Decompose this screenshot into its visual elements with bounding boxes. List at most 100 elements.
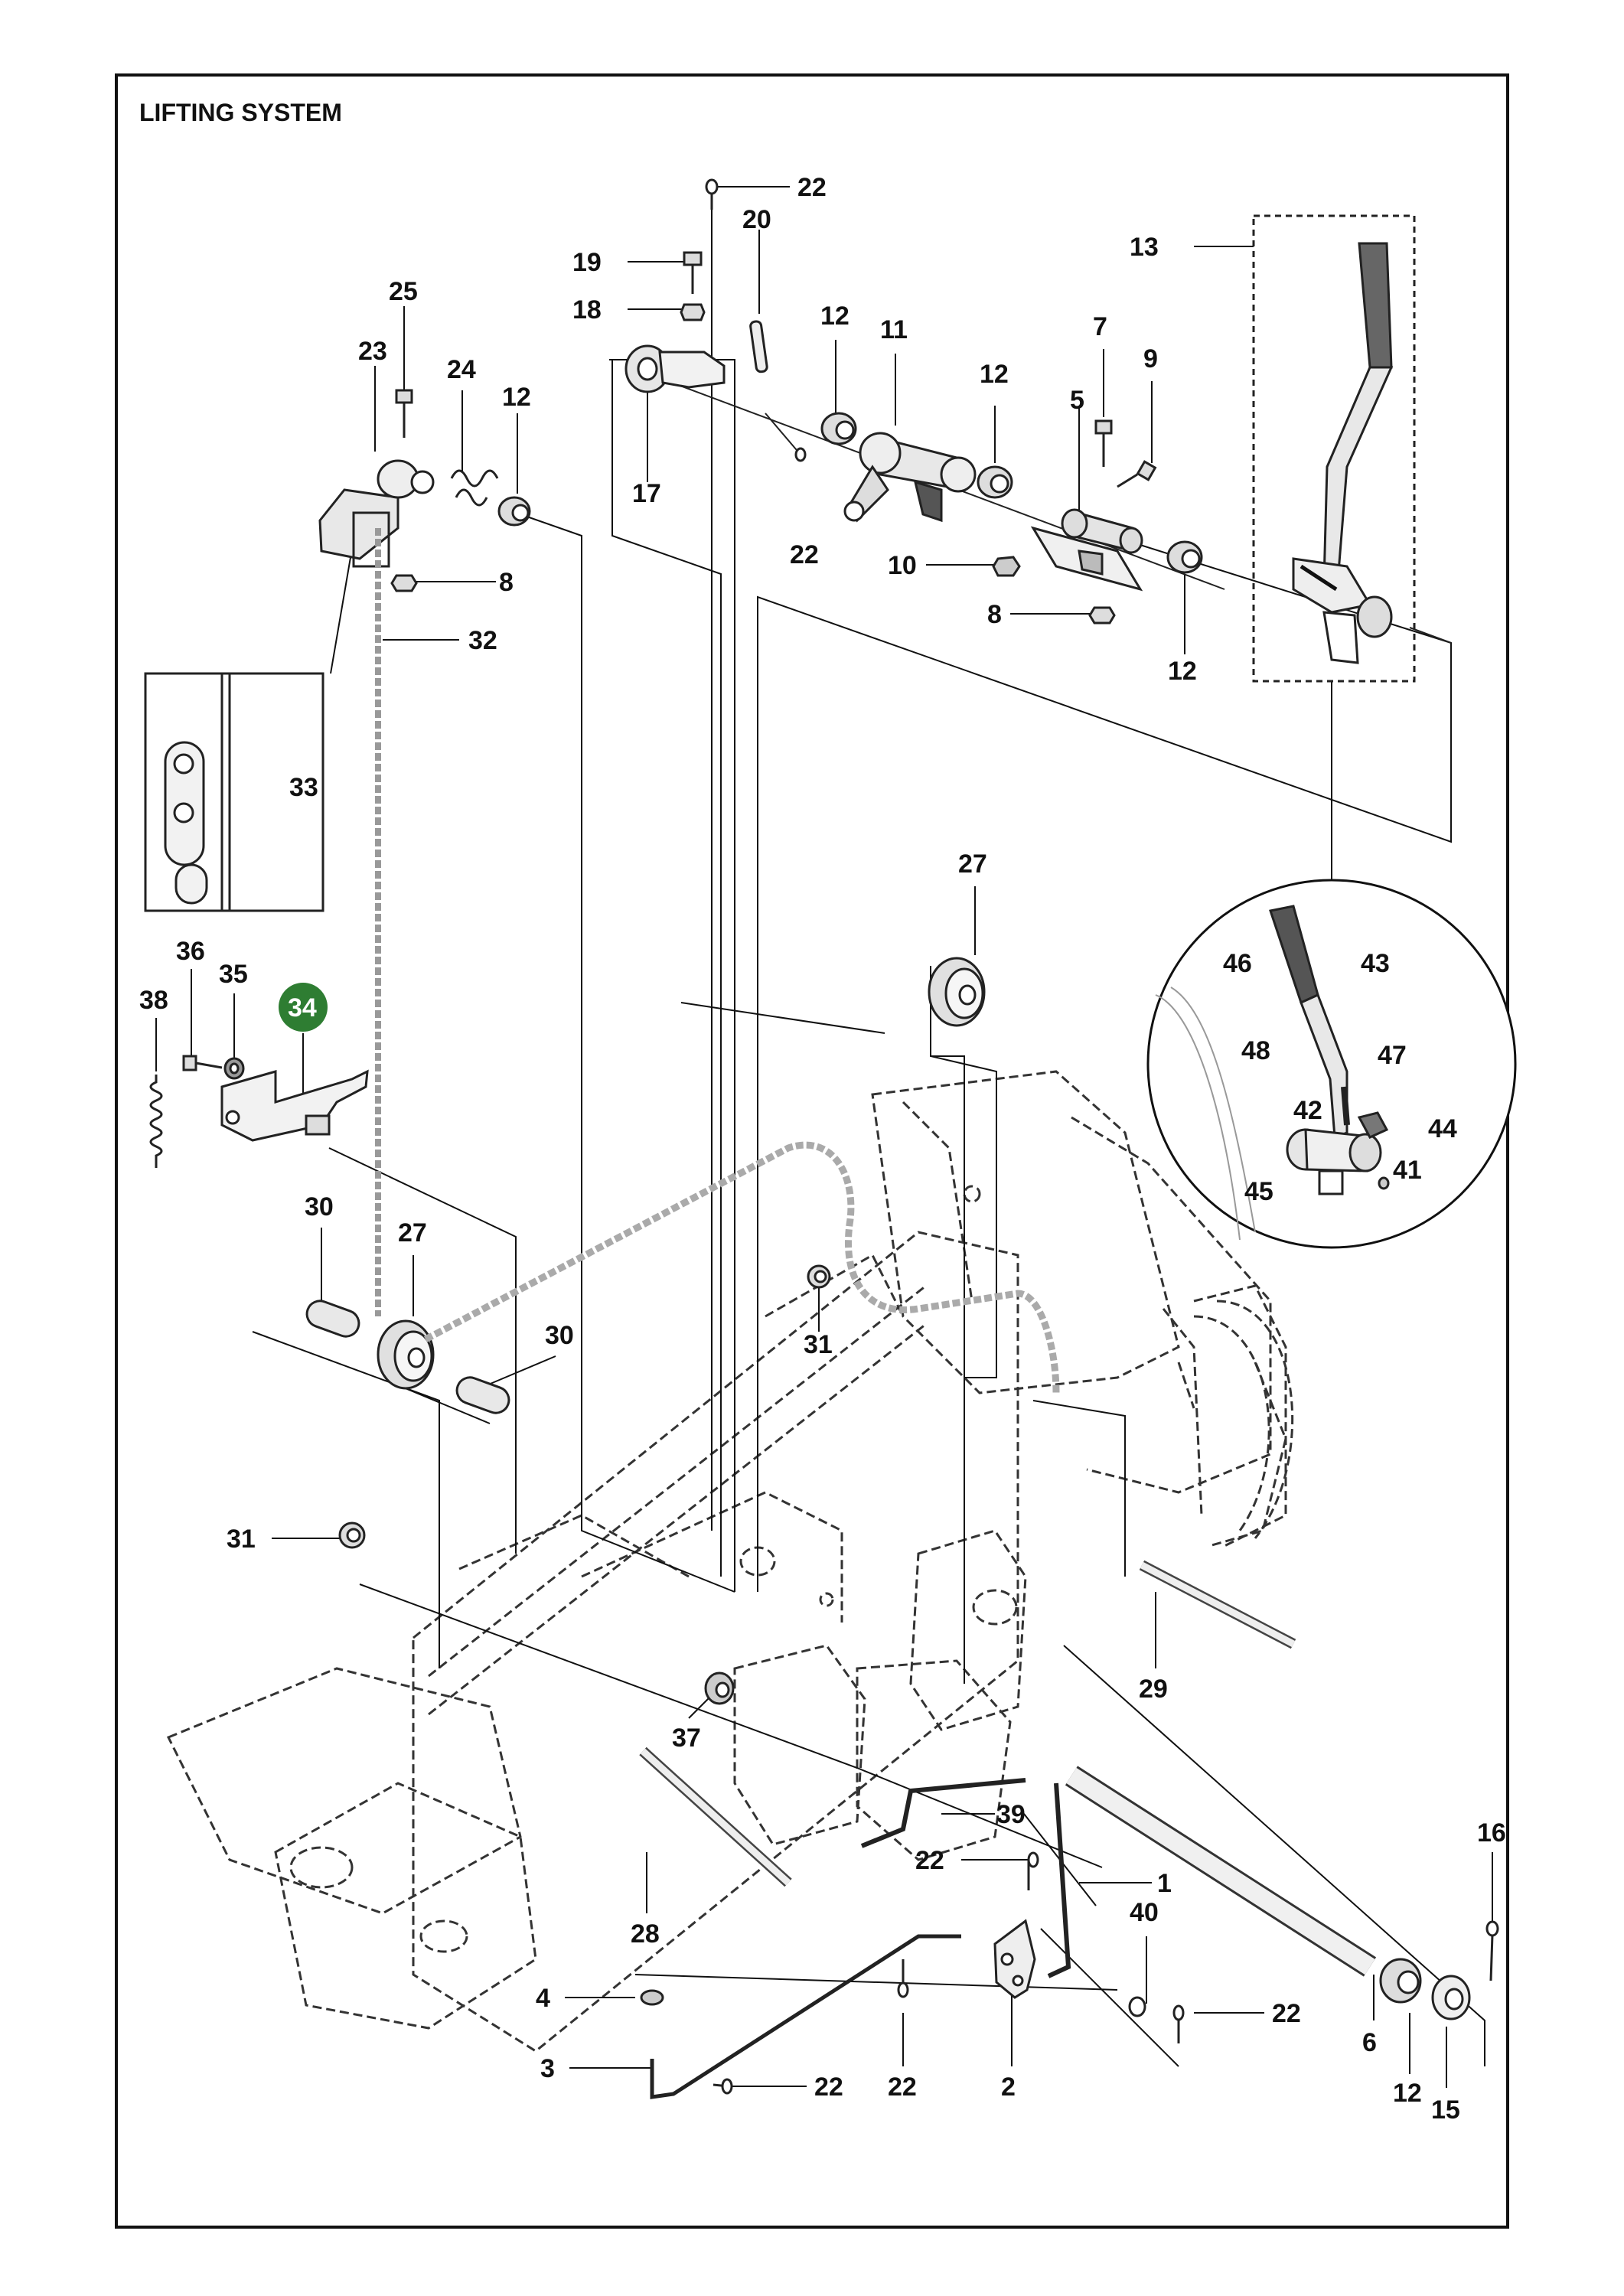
callout-15: 15	[1431, 2095, 1460, 2125]
callout-12a: 12	[502, 383, 531, 412]
callout-44: 44	[1428, 1114, 1457, 1143]
part-6-shaft	[1065, 1766, 1377, 1977]
part-2-plate	[993, 1919, 1036, 1999]
part-4-washer	[640, 1989, 664, 2006]
part-3-rod	[650, 1934, 961, 2099]
parts	[144, 178, 1499, 2099]
part-17-bracket	[624, 344, 726, 393]
callout-46: 46	[1223, 949, 1252, 978]
part-20-pin	[749, 320, 768, 373]
callout-2: 2	[1001, 2073, 1016, 2102]
callout-11: 11	[880, 315, 908, 344]
callout-43: 43	[1361, 949, 1390, 978]
part-39-rod	[860, 1778, 1026, 1848]
chassis-frame	[166, 1070, 1287, 2053]
part-12-bushing-b	[977, 465, 1013, 499]
part-22-pin-d	[713, 2078, 733, 2095]
callout-17: 17	[632, 479, 661, 508]
callout-5: 5	[1070, 386, 1084, 415]
callout-47: 47	[1378, 1041, 1407, 1070]
callout-8a: 8	[499, 568, 514, 597]
callout-30a: 30	[305, 1192, 334, 1221]
part-33-detail	[144, 672, 324, 912]
part-5-bracket	[1030, 508, 1143, 592]
part-27-pulley-b	[928, 957, 986, 1027]
callout-41: 41	[1393, 1156, 1422, 1185]
part-30-spacer-a	[305, 1300, 360, 1338]
callout-10: 10	[888, 551, 917, 580]
part-18-nut	[680, 303, 706, 321]
part-7-bolt	[1094, 419, 1113, 467]
deck-bracket	[1193, 1300, 1294, 1539]
part-29-rod	[1139, 1560, 1296, 1649]
part-36-bolt	[182, 1055, 223, 1071]
callout-40: 40	[1130, 1898, 1159, 1927]
callout-6: 6	[1362, 2028, 1377, 2057]
callout-12d: 12	[1168, 657, 1197, 686]
callout-4: 4	[536, 1984, 550, 2013]
part-34-plate	[220, 1069, 369, 1142]
callout-34: 34	[288, 993, 317, 1022]
callout-48: 48	[1241, 1036, 1270, 1065]
part-12-bushing-e	[1379, 1958, 1422, 2004]
callout-33: 33	[289, 773, 318, 802]
part-37-nut	[704, 1671, 735, 1705]
cable-path	[423, 1141, 1060, 1394]
callout-27b: 27	[398, 1218, 427, 1247]
part-12-bushing-d	[497, 496, 531, 527]
callout-22a: 22	[797, 173, 827, 202]
callout-31b: 31	[804, 1330, 833, 1359]
callout-24: 24	[447, 355, 476, 384]
callout-27a: 27	[958, 850, 987, 879]
part-27-pulley-a	[377, 1319, 435, 1390]
callout-7: 7	[1093, 312, 1107, 341]
part-11-lever	[843, 432, 977, 523]
part-35-washer	[223, 1057, 245, 1080]
callout-28: 28	[631, 1919, 660, 1949]
callout-45: 45	[1244, 1177, 1273, 1206]
callout-35: 35	[219, 960, 248, 989]
leader-lines	[155, 186, 1493, 2088]
part-22-pin-a	[1027, 1851, 1039, 1890]
part-16-pin	[1485, 1920, 1499, 1981]
callout-32: 32	[468, 626, 497, 655]
callout-31a: 31	[227, 1525, 256, 1554]
part-30-spacer-b	[455, 1376, 510, 1414]
part-31-washer-a	[338, 1521, 366, 1549]
part-22-top	[705, 178, 719, 210]
callout-13: 13	[1130, 233, 1159, 262]
diagram-title: LIFTING SYSTEM	[139, 99, 342, 126]
callout-23: 23	[358, 337, 387, 366]
part-28-rod	[639, 1746, 792, 1887]
callout-22b: 22	[790, 540, 819, 569]
callout-12c: 12	[980, 360, 1009, 389]
callout-29: 29	[1139, 1675, 1168, 1704]
callout-18: 18	[572, 295, 602, 325]
part-12-bushing-c	[1166, 540, 1203, 574]
callout-1: 1	[1157, 1869, 1172, 1898]
callout-12b: 12	[820, 302, 850, 331]
callout-16: 16	[1477, 1818, 1506, 1848]
callout-30b: 30	[545, 1321, 574, 1350]
part-25-bolt	[395, 389, 413, 438]
part-40-clip	[1128, 1996, 1146, 2017]
part-8-nut-left	[390, 574, 418, 592]
part-10-nut	[992, 556, 1021, 577]
part-8-nut-right	[1088, 606, 1116, 625]
detail-circle-inset	[1146, 879, 1517, 1249]
callout-36: 36	[176, 937, 205, 966]
callout-20: 20	[742, 205, 771, 234]
callout-3: 3	[540, 2054, 555, 2083]
part-15-washer	[1431, 1975, 1471, 2020]
callout-22d: 22	[888, 2073, 917, 2102]
callout-37: 37	[672, 1724, 701, 1753]
callout-42: 42	[1293, 1096, 1322, 1125]
part-12-bushing-a	[820, 412, 857, 445]
callout-19: 19	[572, 248, 602, 277]
callout-8b: 8	[987, 600, 1002, 629]
callout-22c: 22	[915, 1846, 944, 1875]
callout-38: 38	[139, 986, 168, 1015]
callout-22f: 22	[814, 2073, 843, 2102]
callout-9: 9	[1143, 344, 1158, 373]
